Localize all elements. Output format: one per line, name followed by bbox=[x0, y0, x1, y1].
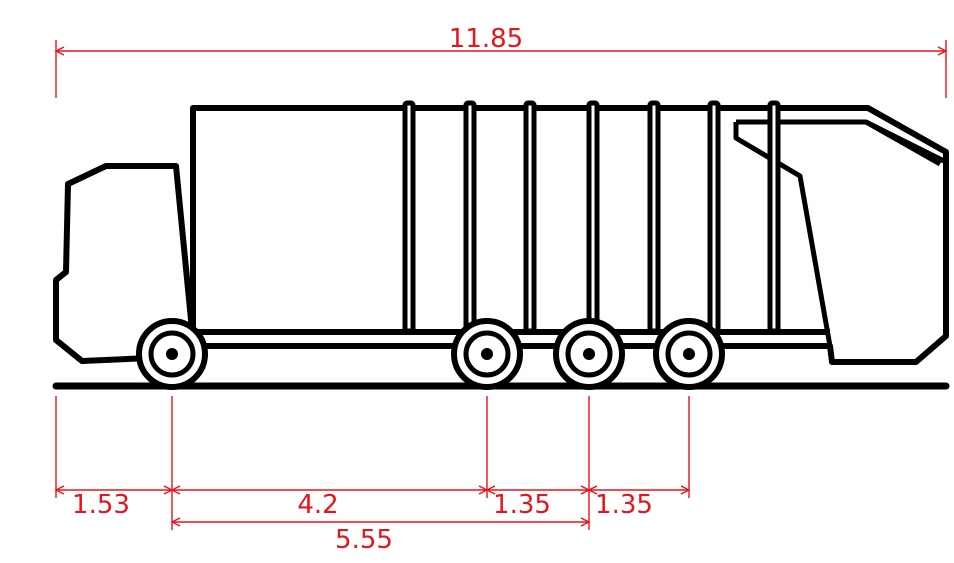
body-rib bbox=[707, 100, 721, 334]
wheelbase-5-55-label: 5.55 bbox=[335, 525, 393, 555]
axle-spacing-2-3-label: 1.35 bbox=[493, 490, 551, 520]
dimension-extension-lines bbox=[55, 396, 690, 530]
body-rib bbox=[523, 100, 537, 334]
body-rib bbox=[402, 100, 416, 334]
dimension-row-2: 5.55 bbox=[170, 517, 591, 555]
wheelbase-4-2-label: 4.2 bbox=[297, 490, 338, 520]
body-rib bbox=[767, 100, 781, 334]
overall-length-label: 11.85 bbox=[449, 24, 523, 54]
hopper-inner-slope bbox=[864, 119, 942, 167]
dimension-row-1: 1.53 4.2 1.35 1.35 bbox=[54, 485, 691, 520]
wheel-axle-3 bbox=[553, 318, 625, 390]
dimension-overall-length: 11.85 bbox=[54, 24, 948, 98]
wheel-front bbox=[136, 318, 208, 390]
axle-spacing-3-4-label: 1.35 bbox=[595, 490, 653, 520]
body-rib bbox=[463, 100, 477, 334]
front-overhang-label: 1.53 bbox=[72, 490, 130, 520]
wheel-axle-4 bbox=[653, 318, 725, 390]
body-rib bbox=[647, 100, 661, 334]
body-rib bbox=[586, 100, 600, 334]
truck-body-box bbox=[190, 105, 949, 365]
wheel-axle-2 bbox=[451, 318, 523, 390]
body-ribs bbox=[402, 100, 781, 334]
truck-cab bbox=[53, 163, 195, 364]
